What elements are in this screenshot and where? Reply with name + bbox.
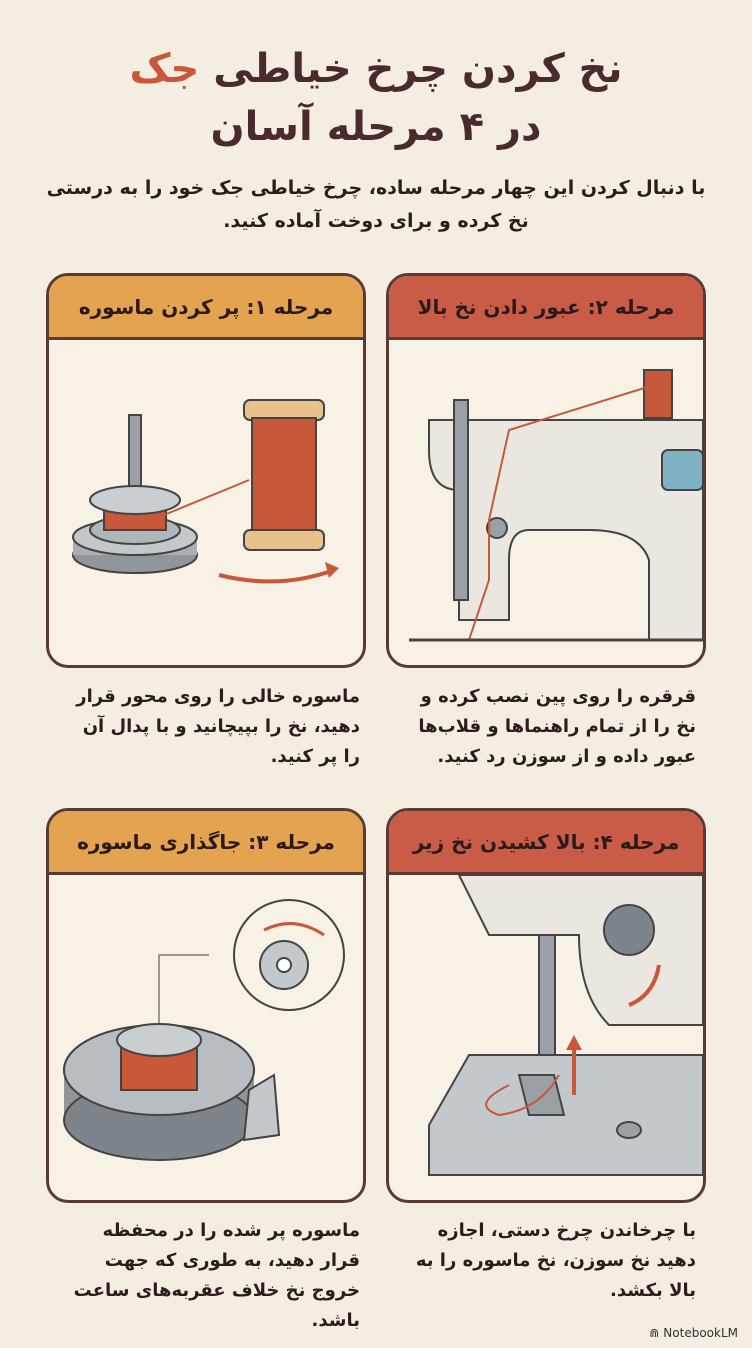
step-1-description: ماسوره خالی را روی محور قرار دهید، نخ را… bbox=[76, 686, 360, 767]
brand-label: NotebookLM bbox=[663, 1326, 738, 1340]
brand-logo: ⋒ NotebookLM bbox=[649, 1326, 738, 1340]
step-4-title: مرحله ۴: بالا کشیدن نخ زیر bbox=[389, 811, 703, 875]
bobbin-winder-illustration bbox=[72, 399, 339, 584]
step-3-description: ماسوره پر شده را در محفظه قرار دهید، به … bbox=[73, 1220, 360, 1331]
title-accent: جک bbox=[129, 46, 200, 92]
upper-threading-illustration bbox=[409, 369, 703, 642]
step-4-card: مرحله ۴: بالا کشیدن نخ زیر bbox=[386, 808, 706, 1203]
step-3-card: مرحله ۳: جاگذاری ماسوره bbox=[46, 808, 366, 1203]
step-2-title: مرحله ۲: عبور دادن نخ بالا bbox=[389, 276, 703, 340]
intro-text: با دنبال کردن این چهار مرحله ساده، چرخ خ… bbox=[46, 177, 706, 232]
step-1-title: مرحله ۱: پر کردن ماسوره bbox=[49, 276, 363, 340]
notebooklm-icon: ⋒ bbox=[649, 1326, 664, 1340]
step-2-card: مرحله ۲: عبور دادن نخ بالا bbox=[386, 273, 706, 668]
step-2-description: قرقره را روی پین نصب کرده و نخ را از تما… bbox=[418, 686, 696, 767]
step-3-title: مرحله ۳: جاگذاری ماسوره bbox=[49, 811, 363, 875]
bobbin-case-illustration bbox=[63, 899, 345, 1161]
page-title: نخ کردن چرخ خیاطی جک در ۴ مرحله آسان bbox=[0, 40, 752, 156]
bobbin-thread-pickup-illustration bbox=[428, 875, 703, 1176]
title-line2: در ۴ مرحله آسان bbox=[210, 104, 542, 150]
step-1-card: مرحله ۱: پر کردن ماسوره bbox=[46, 273, 366, 668]
step-4-description: با چرخاندن چرخ دستی، اجازه دهید نخ سوزن،… bbox=[415, 1220, 696, 1301]
title-main: نخ کردن چرخ خیاطی bbox=[199, 46, 623, 92]
